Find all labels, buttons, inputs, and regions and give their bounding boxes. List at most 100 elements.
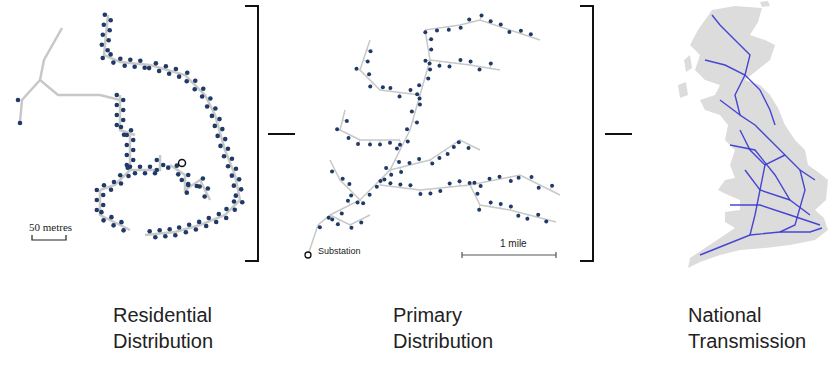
bracket [580, 6, 593, 261]
load-dot [428, 67, 432, 71]
house-dot [232, 183, 237, 188]
house-dot [184, 190, 189, 195]
load-dot [489, 62, 493, 66]
load-dot [423, 30, 427, 34]
scale-bar [32, 235, 66, 240]
load-dot [448, 182, 452, 186]
load-dot [452, 145, 456, 149]
house-dot [99, 210, 104, 215]
house-dot [186, 173, 191, 178]
house-dot [95, 208, 100, 213]
house-dot [174, 67, 179, 72]
load-dot [467, 17, 471, 21]
load-dot [472, 181, 476, 185]
load-dot [382, 177, 386, 181]
load-dot [499, 22, 503, 26]
house-dot [138, 59, 143, 64]
house-dot [131, 148, 136, 153]
island [678, 82, 688, 98]
load-dot [408, 161, 412, 165]
house-dot [184, 79, 189, 84]
transmission-line [700, 228, 822, 255]
load-dot [469, 60, 473, 64]
house-dot [155, 158, 160, 163]
load-dot [398, 143, 402, 147]
house-dot [101, 193, 106, 198]
transmission-line [720, 100, 740, 115]
load-dot [340, 212, 344, 216]
load-dot [525, 217, 529, 221]
road-line [40, 28, 120, 100]
transmission-line [760, 90, 775, 125]
panel-caption: National Transmission [688, 302, 828, 354]
road-line [100, 170, 130, 190]
feeder-line [318, 30, 430, 225]
load-dot [529, 32, 533, 36]
load-dot [408, 88, 412, 92]
load-dot [375, 185, 379, 189]
load-dot [406, 139, 410, 143]
house-dot [197, 184, 202, 189]
house-dot [119, 220, 124, 225]
house-dot [133, 171, 138, 176]
scale-label: 50 metres [29, 221, 72, 234]
transmission-map [678, 1, 828, 268]
house-dot [147, 66, 152, 71]
dash [605, 133, 632, 135]
load-dot [388, 181, 392, 185]
load-dot [345, 119, 349, 123]
load-dot [398, 94, 402, 98]
load-dot [426, 76, 430, 80]
load-dot [349, 226, 353, 230]
house-dot [121, 228, 126, 233]
panel-caption: Primary Distribution [393, 302, 523, 354]
house-dot [125, 133, 130, 138]
house-dot [153, 235, 158, 240]
house-dot [185, 70, 190, 75]
scale-bar [462, 252, 556, 258]
house-dot [230, 173, 235, 178]
house-dot [237, 177, 242, 182]
load-dot [330, 217, 334, 221]
load-dot [429, 37, 433, 41]
house-dot [126, 174, 131, 179]
house-dot [132, 64, 137, 69]
house-dot [166, 165, 171, 170]
house-dot [208, 96, 213, 101]
house-dot [230, 157, 235, 162]
transmission-line [745, 170, 790, 200]
house-dot [100, 56, 105, 61]
house-dot [119, 125, 124, 130]
house-dot [119, 181, 124, 186]
house-dot [176, 172, 181, 177]
house-dot [200, 94, 205, 99]
house-dot [192, 87, 197, 92]
load-dot [341, 177, 345, 181]
feeder-marker [179, 160, 186, 167]
house-dot [131, 138, 136, 143]
house-dot [118, 57, 123, 62]
load-dot [356, 142, 360, 146]
load-dot [536, 213, 540, 217]
load-dot [330, 169, 334, 173]
bracket [245, 6, 632, 261]
house-dot [118, 173, 123, 178]
house-dot [202, 194, 207, 199]
house-dot [210, 114, 215, 119]
load-dot [368, 143, 372, 147]
house-dot [206, 186, 211, 191]
load-dot [347, 182, 351, 186]
house-dot [115, 103, 120, 108]
house-dot [143, 171, 148, 176]
load-dot [336, 222, 340, 226]
house-dot [18, 121, 23, 126]
load-dot [405, 127, 409, 131]
house-dot [167, 71, 172, 76]
house-dot [111, 223, 116, 228]
primary-network [305, 13, 560, 258]
house-dot [220, 127, 225, 132]
house-dot [167, 227, 172, 232]
load-dot [480, 13, 484, 17]
house-dot [121, 98, 126, 103]
